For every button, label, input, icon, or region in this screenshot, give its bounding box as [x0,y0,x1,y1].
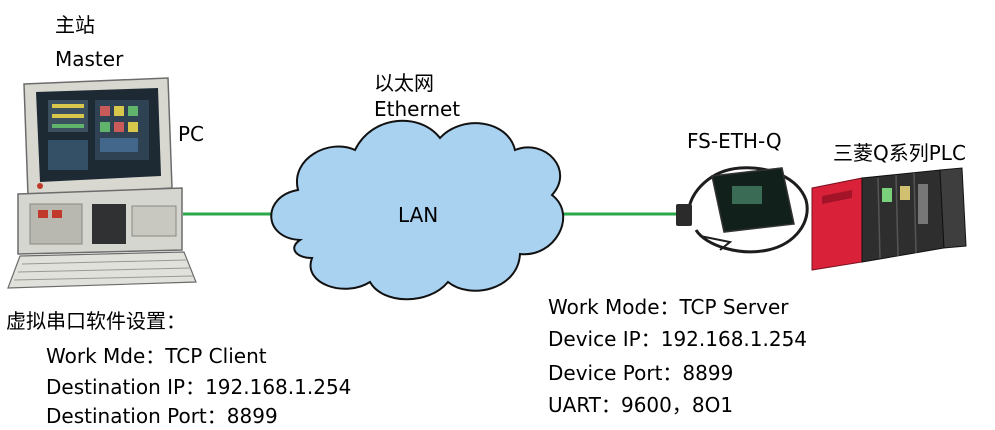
client-destination-port: Destination Port：8899 [46,404,278,428]
network-label-cn: 以太网 [374,71,434,95]
master-label-cn: 主站 [55,13,95,37]
client-destination-ip: Destination IP：192.168.1.254 [46,375,352,399]
pc-label: PC [178,122,205,146]
device-label: FS-ETH-Q [687,129,782,153]
server-work-mode: Work Mode：TCP Server [548,295,789,319]
network-label-en: Ethernet [374,97,461,121]
client-work-mode: Work Mde：TCP Client [46,344,267,368]
fs-eth-q-device-icon [676,166,809,254]
client-settings-title: 虚拟串口软件设置： [6,309,186,333]
lan-cloud-icon [270,119,565,301]
server-device-port: Device Port：8899 [548,361,734,385]
server-device-ip: Device IP：192.168.1.254 [548,327,808,351]
server-uart: UART：9600，8O1 [548,393,734,417]
lan-label: LAN [398,203,439,227]
pc-computer-icon [7,77,197,289]
plc-label: 三菱Q系列PLC [833,141,966,165]
master-label-en: Master [55,47,124,71]
mitsubishi-q-plc-icon [811,167,967,271]
